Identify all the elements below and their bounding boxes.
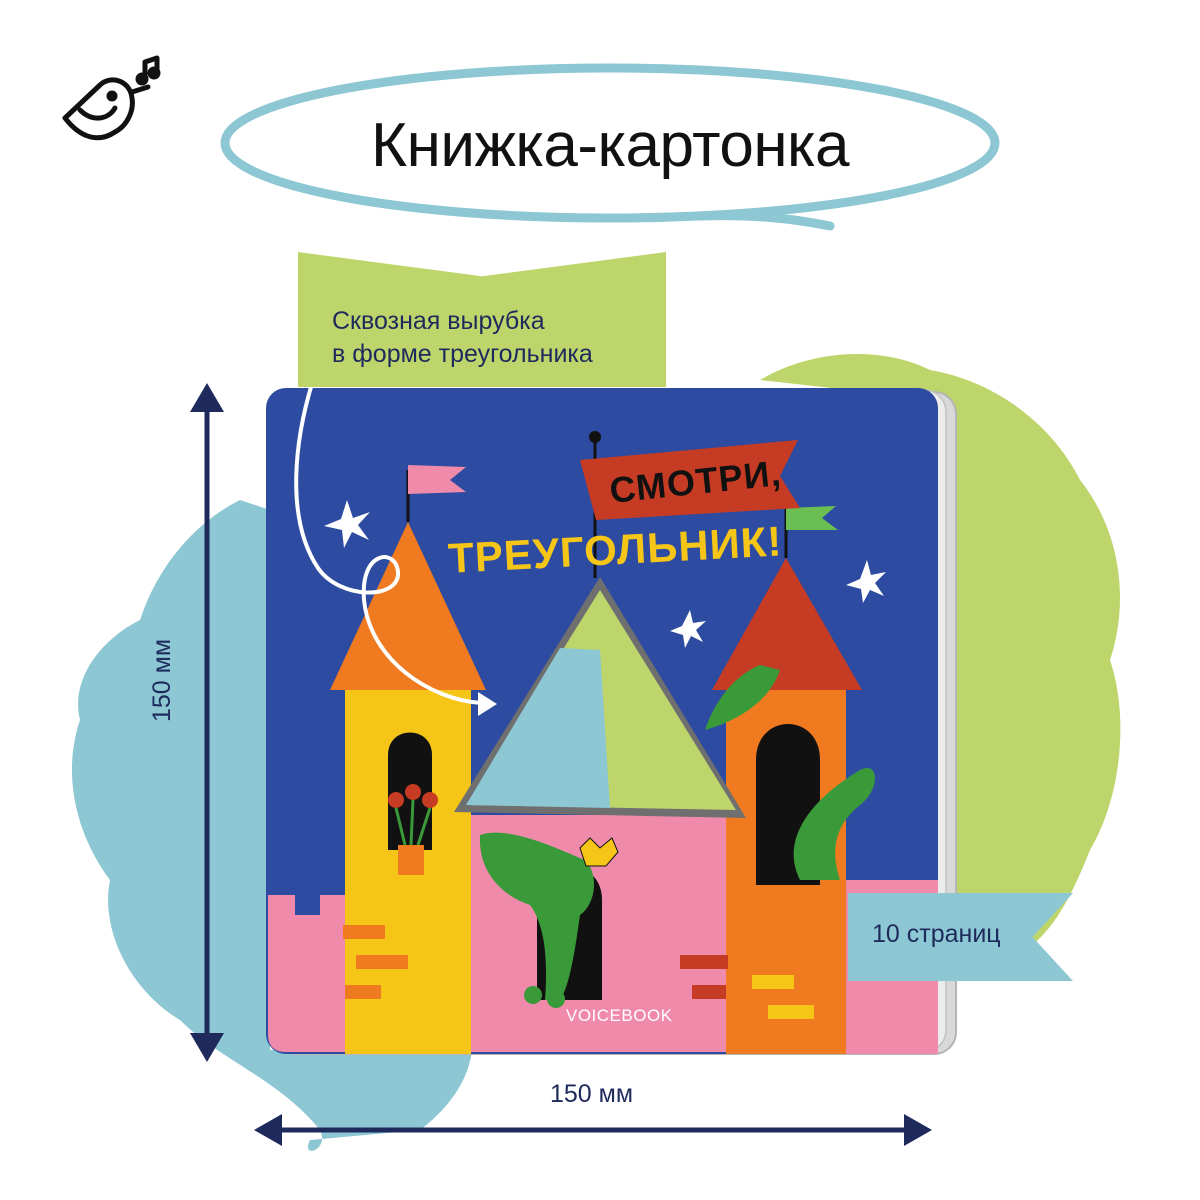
title-ellipse — [220, 63, 1000, 223]
crocodile — [479, 832, 595, 1000]
book-cover — [266, 388, 938, 1054]
star-icon — [324, 500, 370, 548]
dragon-tail — [705, 665, 780, 730]
right-flag — [786, 506, 838, 530]
star-icon — [670, 610, 706, 648]
cutout-callout-text: Сквозная вырубка в форме треугольника — [332, 305, 662, 371]
curved-arrow-icon — [294, 363, 484, 705]
bird-music-logo-icon — [62, 55, 161, 141]
publisher-logo: VOICEBOOK — [566, 1006, 673, 1025]
pages-callout-text: 10 страниц — [872, 920, 1001, 948]
right-tower-roof — [712, 558, 862, 690]
title-banner — [580, 440, 800, 520]
double-arrow-icon — [254, 1114, 932, 1146]
title-ellipse-tail — [695, 211, 835, 231]
cutout-callout-line1: Сквозная вырубка — [332, 307, 545, 335]
double-arrow-icon — [190, 383, 224, 1062]
left-tower-roof — [330, 522, 486, 690]
blue-splash-blob — [71, 500, 473, 1151]
height-dimension-label: 150 мм — [148, 638, 176, 722]
page-title: Книжка-картонка — [370, 110, 850, 180]
castle-wall — [268, 895, 345, 1052]
star-icon — [846, 560, 886, 603]
cutout-callout-line2: в форме треугольника — [332, 340, 593, 368]
width-dimension-label: 150 мм — [550, 1080, 634, 1108]
left-flag — [408, 465, 466, 494]
